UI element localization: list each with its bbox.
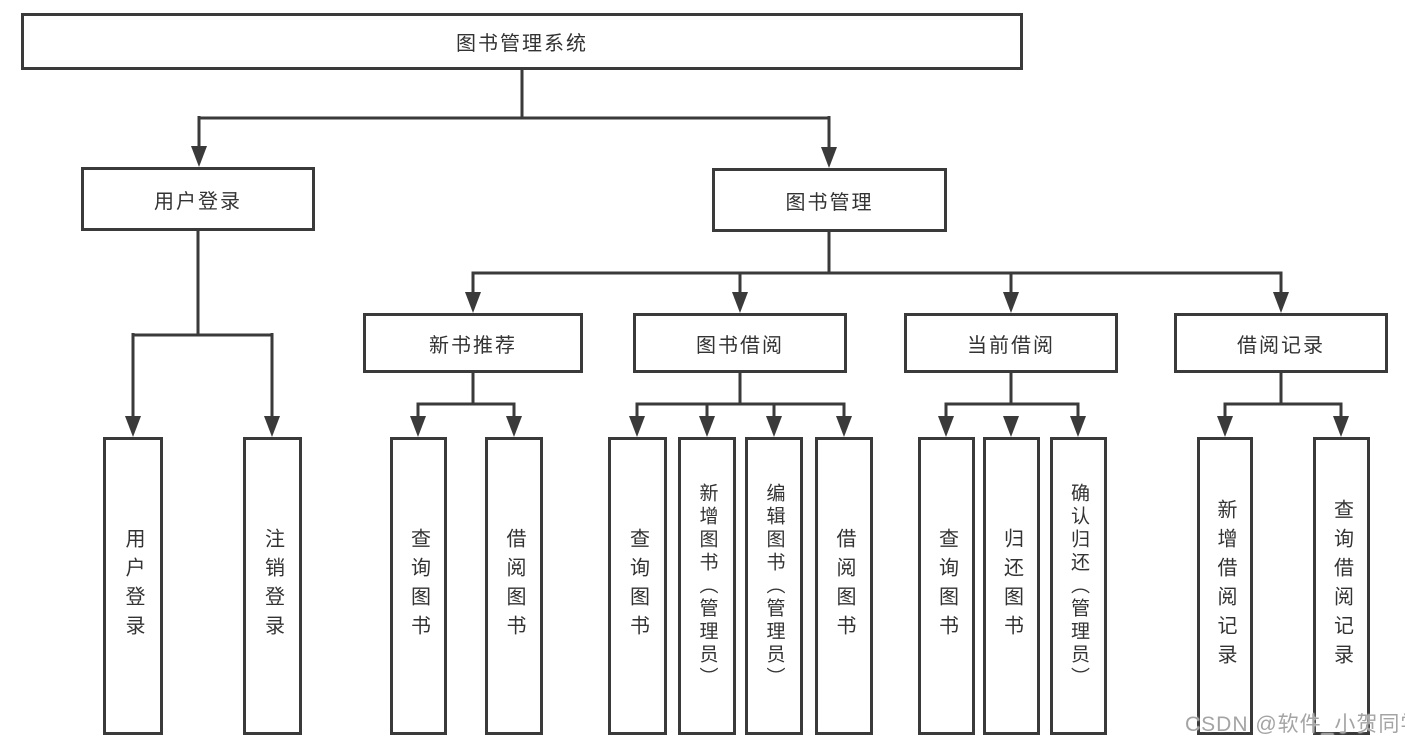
leaf-label: 查询图书 bbox=[626, 528, 649, 644]
leaf-edit-books-admin: 编辑图书（管理员） bbox=[745, 437, 803, 735]
leaf-label: 新增借阅记录 bbox=[1214, 499, 1236, 673]
leaf-query-books-recommend: 查询图书 bbox=[390, 437, 447, 735]
leaf-label: 注销登录 bbox=[261, 528, 284, 644]
leaf-query-books-borrowing: 查询图书 bbox=[608, 437, 667, 735]
leaf-label: 借阅图书 bbox=[503, 528, 525, 644]
leaf-label: 编辑图书（管理员） bbox=[763, 482, 785, 690]
leaf-label: 新增图书（管理员） bbox=[696, 482, 718, 690]
leaf-confirm-return-admin: 确认归还（管理员） bbox=[1050, 437, 1107, 735]
leaf-label: 确认归还（管理员） bbox=[1068, 482, 1089, 690]
leaf-label: 用户登录 bbox=[122, 528, 144, 644]
leaf-borrow-books-recommend: 借阅图书 bbox=[485, 437, 543, 735]
leaf-borrow-books-borrowing: 借阅图书 bbox=[815, 437, 873, 735]
node-library-management-system: 图书管理系统 bbox=[21, 13, 1023, 70]
node-label: 借阅记录 bbox=[1237, 334, 1325, 357]
leaf-add-books-admin: 新增图书（管理员） bbox=[678, 437, 736, 735]
csdn-watermark: CSDN @软件_小贺同学 bbox=[1185, 713, 1405, 736]
leaf-user-login: 用户登录 bbox=[103, 437, 163, 735]
node-book-management-branch: 图书管理 bbox=[712, 168, 947, 232]
leaf-query-books-current: 查询图书 bbox=[918, 437, 975, 735]
leaf-label: 借阅图书 bbox=[833, 528, 855, 644]
node-label: 用户登录 bbox=[154, 190, 242, 213]
node-borrowing-records: 借阅记录 bbox=[1174, 313, 1388, 373]
node-book-borrowing: 图书借阅 bbox=[633, 313, 847, 373]
node-user-login-branch: 用户登录 bbox=[81, 167, 315, 231]
node-label: 新书推荐 bbox=[429, 334, 517, 357]
leaf-logout: 注销登录 bbox=[243, 437, 302, 735]
leaf-label: 归还图书 bbox=[1000, 528, 1023, 644]
node-label: 图书管理系统 bbox=[456, 33, 588, 55]
leaf-label: 查询图书 bbox=[407, 528, 430, 644]
leaf-label: 查询图书 bbox=[935, 528, 958, 644]
node-current-borrowing: 当前借阅 bbox=[904, 313, 1118, 373]
leaf-return-books: 归还图书 bbox=[983, 437, 1040, 735]
leaf-add-borrow-record: 新增借阅记录 bbox=[1197, 437, 1253, 735]
node-label: 图书借阅 bbox=[696, 334, 784, 357]
leaf-label: 查询借阅记录 bbox=[1330, 499, 1353, 673]
node-label: 当前借阅 bbox=[967, 334, 1055, 357]
node-label: 图书管理 bbox=[785, 191, 874, 214]
leaf-query-borrow-record: 查询借阅记录 bbox=[1313, 437, 1370, 735]
node-new-book-recommendation: 新书推荐 bbox=[363, 313, 583, 373]
